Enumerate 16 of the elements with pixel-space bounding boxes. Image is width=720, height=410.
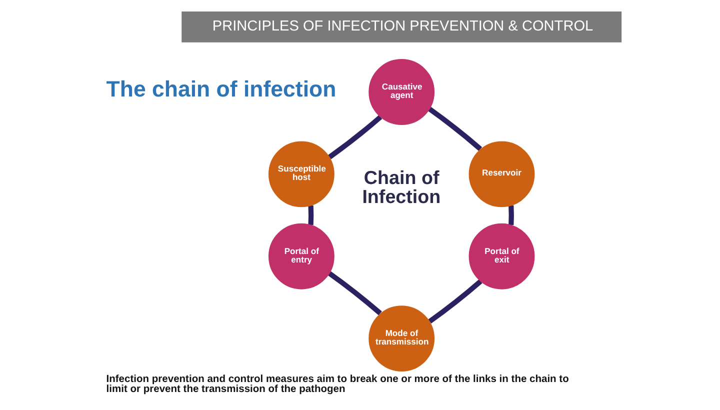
- connector: [428, 279, 482, 324]
- connector: [328, 115, 382, 160]
- caption: Infection prevention and control measures aim to break one or more of the links in the chain to limit or prevent the transmission of the pathogen: [106, 374, 568, 396]
- diagram-title: The chain of infection: [106, 76, 336, 102]
- connector: [308, 205, 314, 226]
- connector: [428, 106, 482, 151]
- connector: [508, 205, 514, 226]
- node-circle: Susceptible host: [268, 141, 334, 208]
- label: Chain of Infection: [362, 167, 440, 207]
- connector: [327, 271, 382, 316]
- node-circle: Mode of transmission: [368, 306, 434, 372]
- node-circle: Causative agent: [368, 59, 434, 125]
- label: PRINCIPLES OF INFECTION PREVENTION & CONTROL: [212, 18, 593, 34]
- node-circle: Portal of entry: [268, 223, 334, 290]
- node-circle: Portal of exit: [468, 223, 534, 290]
- node-circle: Reservoir: [468, 141, 534, 208]
